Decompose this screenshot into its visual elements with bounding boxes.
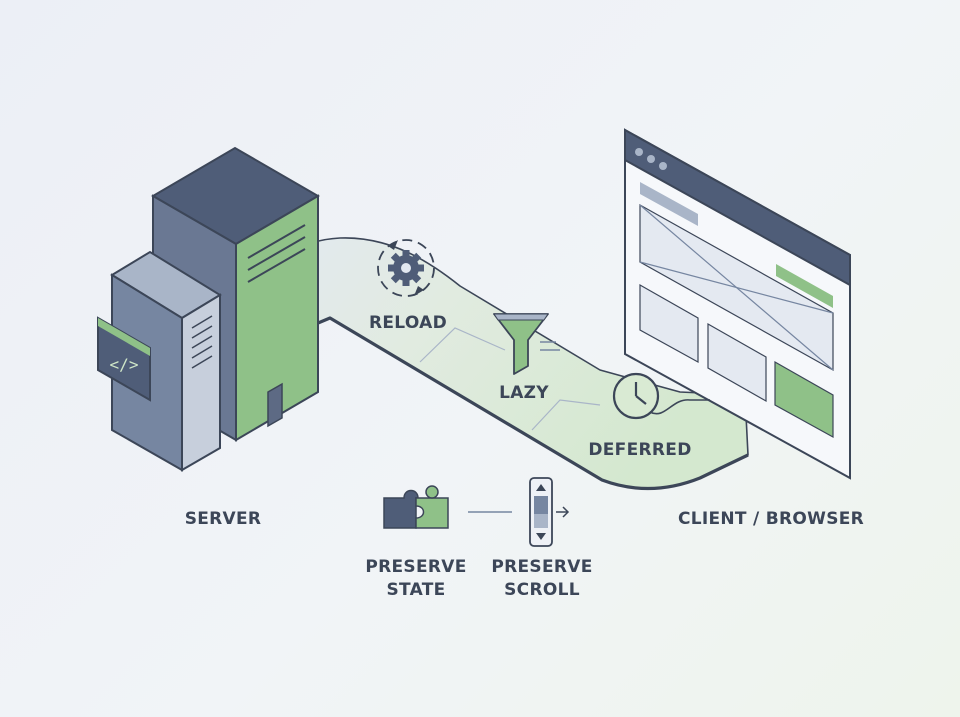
reload-gear-icon bbox=[377, 239, 435, 297]
puzzle-pieces-icon bbox=[383, 485, 449, 529]
reload-label: RELOAD bbox=[369, 313, 447, 333]
preserve-scroll-line-2: SCROLL bbox=[504, 580, 580, 600]
lazy-funnel-icon bbox=[493, 313, 560, 375]
scrollbar-icon bbox=[529, 477, 570, 547]
code-window-icon: </> bbox=[97, 316, 151, 402]
browser-window bbox=[624, 128, 851, 480]
server-label: SERVER bbox=[184, 509, 262, 529]
deferred-label: DEFERRED bbox=[588, 440, 692, 460]
client-browser-label: CLIENT / BROWSER bbox=[677, 509, 865, 529]
code-glyph: </> bbox=[110, 355, 139, 374]
lazy-label: LAZY bbox=[499, 383, 549, 403]
preserve-state-label: PRESERVE STATE bbox=[358, 556, 474, 602]
preserve-scroll-line-1: PRESERVE bbox=[491, 557, 593, 577]
preserve-state-line-1: PRESERVE bbox=[365, 557, 467, 577]
preserve-state-line-2: STATE bbox=[386, 580, 446, 600]
preserve-scroll-label: PRESERVE SCROLL bbox=[482, 556, 602, 602]
server-tower-back bbox=[151, 146, 320, 442]
deferred-clock-icon bbox=[612, 372, 710, 420]
